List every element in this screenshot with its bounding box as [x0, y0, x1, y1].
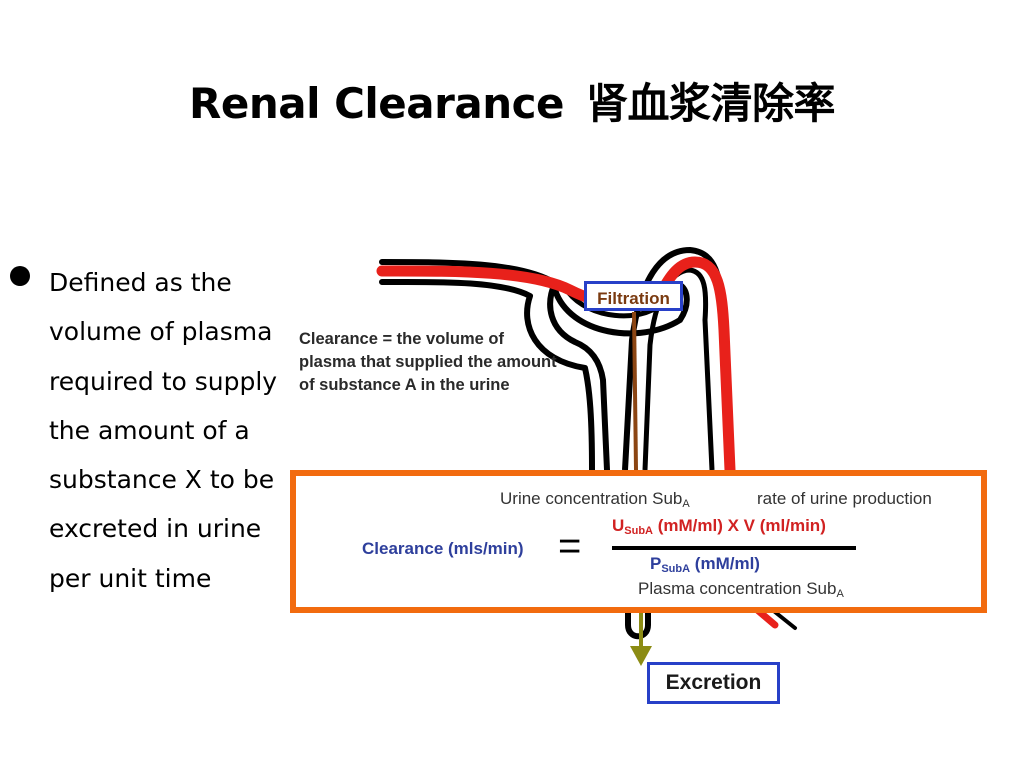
formula-denominator: PSubA (mM/ml): [650, 554, 760, 575]
equals-sign: =: [558, 524, 582, 568]
clearance-definition: Clearance = the volume of plasma that su…: [299, 330, 557, 394]
excretion-label: Excretion: [647, 662, 780, 704]
filtration-label: Filtration: [584, 281, 683, 311]
filtrate-arrow: [632, 311, 638, 471]
page-title: Renal Clearance 肾血浆清除率: [0, 70, 1024, 131]
excretion-arrow-head: [630, 646, 652, 666]
title-chinese: 肾血浆清除率: [585, 79, 836, 128]
tubule-loop-inner: [642, 267, 715, 471]
urine-concentration-label: Urine concentration SubA: [500, 489, 690, 510]
fraction-bar: [612, 546, 856, 550]
bullet-marker: [10, 266, 30, 286]
clearance-formula-label: Clearance (mls/min): [362, 539, 524, 558]
tubule-outlet: [625, 607, 651, 640]
tubule-outer: [379, 259, 610, 473]
title-english: Renal Clearance: [189, 79, 564, 128]
bowman-capsule: [552, 282, 690, 337]
urine-rate-label: rate of urine production: [757, 489, 932, 508]
tubule-inner: [379, 278, 595, 473]
formula-numerator: USubA (mM/ml) X V (ml/min): [612, 516, 826, 537]
clearance-equation-box: Urine concentration SubA rate of urine p…: [290, 470, 987, 613]
plasma-concentration-label: Plasma concentration SubA: [638, 579, 844, 600]
bullet-text: Defined as the volume of plasma required…: [49, 268, 278, 593]
